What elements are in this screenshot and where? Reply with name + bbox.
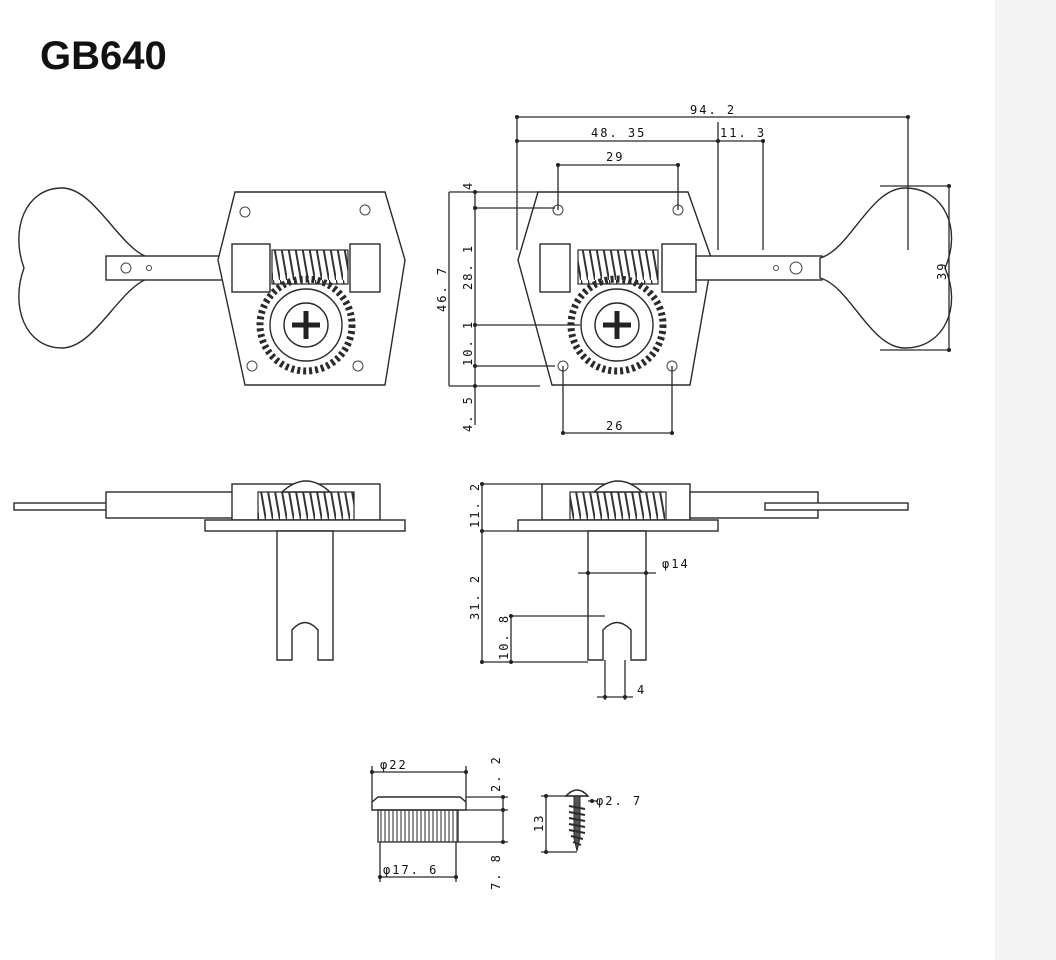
screw-thread xyxy=(568,805,586,846)
dim-bushing-body-height: 7. 8 xyxy=(489,853,503,890)
technical-drawing: 94. 2 48. 35 11. 3 29 26 φ14 4 φ22 φ17. … xyxy=(13,103,953,890)
dim-bushing-flange-thickness: 2. 2 xyxy=(489,755,503,792)
gear-dome-left xyxy=(280,480,332,493)
side-panel xyxy=(995,0,1056,960)
tuner-side-view-right xyxy=(517,480,909,661)
shaft-hole-large-left xyxy=(120,262,132,274)
key-shaft-right xyxy=(695,255,823,281)
bushing-view xyxy=(370,766,508,882)
worm-side-right xyxy=(569,491,667,521)
dim-screw-spacing-top: 29 xyxy=(606,150,624,164)
dim-key-height: 39 xyxy=(935,262,949,280)
page-title: GB640 xyxy=(40,34,167,78)
tuner-top-view-left xyxy=(18,187,406,386)
dim-post-to-key: 11. 3 xyxy=(720,126,766,140)
dim-screw-spacing-bottom: 26 xyxy=(606,419,624,433)
worm-housing-left-b xyxy=(349,243,381,293)
key-shaft-left xyxy=(105,255,233,281)
phillips-icon-left xyxy=(292,311,320,339)
dim-bushing-flange-diameter: φ22 xyxy=(380,758,408,772)
shaft-hole-small-left xyxy=(146,265,152,271)
wood-screw-view xyxy=(541,789,598,854)
dim-bottom-offset: 4. 5 xyxy=(461,395,475,432)
screw-hole-br-left xyxy=(352,360,364,372)
gear-dome-right xyxy=(592,480,644,493)
dim-plate-height: 46. 7 xyxy=(435,266,449,312)
shaft-hole-large-right xyxy=(789,261,803,275)
plate-side-right xyxy=(517,519,719,532)
bushing-flange xyxy=(371,796,467,811)
base-plate-left xyxy=(217,191,406,386)
worm-housing-right-b xyxy=(661,243,697,293)
screw-hole-bl-left xyxy=(246,360,258,372)
screw-hole-tl-left xyxy=(239,206,251,218)
dim-screw-length: 13 xyxy=(532,814,546,832)
screw-hole-tr-left xyxy=(359,204,371,216)
dim-hole-to-post: 28. 1 xyxy=(461,244,475,290)
worm-screw-left xyxy=(271,249,349,285)
drawing-canvas: GB640 xyxy=(13,34,953,890)
dim-housing-height: 11. 2 xyxy=(468,482,482,528)
gear-teeth-left xyxy=(256,275,356,375)
plate-side-left xyxy=(204,519,406,532)
worm-housing-left-a xyxy=(231,243,271,293)
dim-screw-diameter: φ2. 7 xyxy=(596,794,642,808)
bushing-body xyxy=(377,809,459,843)
dim-slot-width: 4 xyxy=(637,683,646,697)
key-button-left xyxy=(18,187,151,349)
dimension-labels: 94. 2 48. 35 11. 3 29 26 φ14 4 φ22 φ17. … xyxy=(380,103,949,890)
dim-slot-depth: 10. 8 xyxy=(497,614,511,660)
post-side-right xyxy=(587,530,647,661)
post-side-left xyxy=(276,530,334,661)
tuner-top-view-right xyxy=(517,187,953,386)
dim-plate-to-post: 48. 35 xyxy=(591,126,646,140)
dim-post-to-hole: 10. 1 xyxy=(461,320,475,366)
dimension-lines-side xyxy=(480,482,656,700)
dimension-lines-top xyxy=(448,115,951,435)
dim-top-offset: 4 xyxy=(461,181,475,190)
shaft-hole-small-right xyxy=(773,265,779,271)
key-button-right xyxy=(819,187,953,349)
worm-housing-right-a xyxy=(539,243,571,293)
screw-head xyxy=(564,789,590,797)
dim-bushing-body-diameter: φ17. 6 xyxy=(383,863,438,877)
dim-post-length: 31. 2 xyxy=(468,574,482,620)
dim-overall-length: 94. 2 xyxy=(690,103,736,117)
key-edge-right xyxy=(764,502,909,511)
worm-side-left xyxy=(257,491,355,521)
tuner-side-view-left xyxy=(13,480,406,661)
shaft-side-left xyxy=(105,491,235,519)
phillips-icon-right xyxy=(603,311,631,339)
dim-post-diameter: φ14 xyxy=(662,557,690,571)
